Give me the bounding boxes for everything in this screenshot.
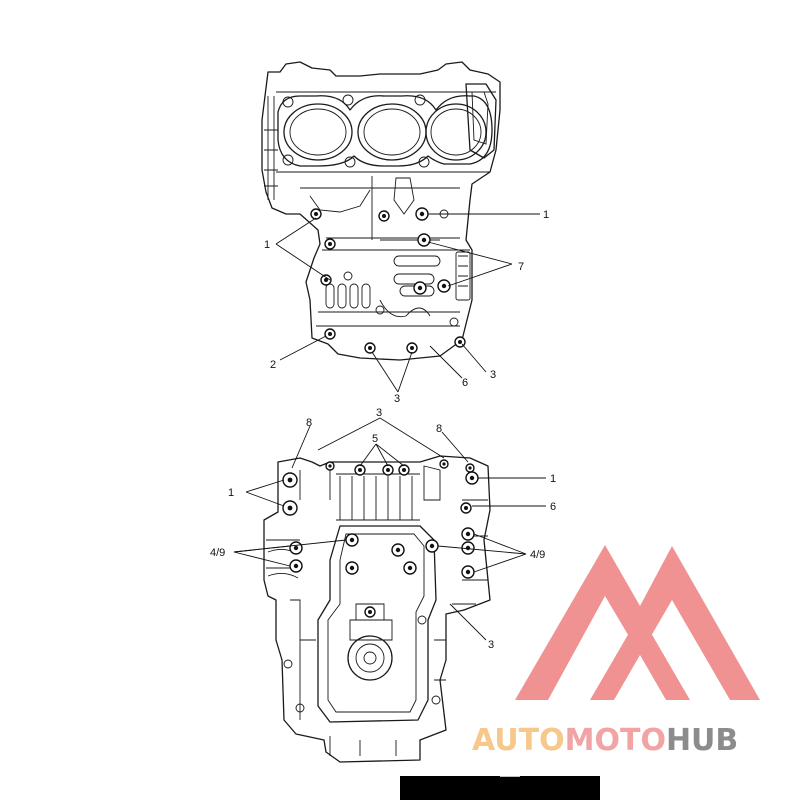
- logo-wordmark: AUTOMOTOHUB: [472, 723, 738, 758]
- upper-callout-1-right: 1: [543, 209, 549, 221]
- logo-word-auto: AUTO: [472, 723, 565, 758]
- automotohub-logo: [515, 545, 760, 700]
- upper-callout-6: 6: [462, 377, 468, 389]
- lower-leaders: [233, 417, 546, 641]
- logo-inner-mark-icon: [590, 614, 690, 700]
- logo-word-moto: MOTO: [565, 723, 666, 758]
- logo-word-hub: HUB: [666, 723, 738, 758]
- lower-callout-5: 5: [372, 433, 378, 445]
- lower-crankcase-view: 3 8 8 5 1 1 6 4/9 4/9 3: [210, 407, 556, 763]
- oil-pan-rail: [317, 525, 437, 723]
- lower-callout-8-right: 8: [436, 423, 442, 435]
- lower-callout-8-left: 8: [306, 417, 312, 429]
- lower-bolts: [282, 459, 479, 713]
- upper-callout-3-right: 3: [490, 369, 496, 381]
- upper-case-outline: [261, 61, 501, 361]
- upper-callout-1-left: 1: [264, 239, 270, 251]
- lower-callout-3-top: 3: [376, 407, 382, 419]
- lower-callout-4-9-left: 4/9: [210, 547, 225, 559]
- upper-leaders: [275, 213, 540, 393]
- upper-callout-2: 2: [270, 359, 276, 371]
- lower-case-outline: [263, 455, 491, 763]
- upper-bolts: [310, 207, 466, 354]
- lower-callout-6: 6: [550, 501, 556, 513]
- lower-callout-4-9-right: 4/9: [530, 549, 545, 561]
- upper-crankcase-view: 1 1 7 2 6 3 3: [261, 61, 549, 405]
- upper-callout-3-bottom: 3: [394, 393, 400, 405]
- lower-callout-1-right: 1: [550, 473, 556, 485]
- lower-callout-3-bottom: 3: [488, 639, 494, 651]
- oil-pump: [347, 635, 393, 681]
- cylinder-bores: [277, 94, 493, 168]
- bottom-black-bar: [400, 776, 600, 800]
- lower-callout-1-left: 1: [228, 487, 234, 499]
- upper-callout-7: 7: [518, 261, 524, 273]
